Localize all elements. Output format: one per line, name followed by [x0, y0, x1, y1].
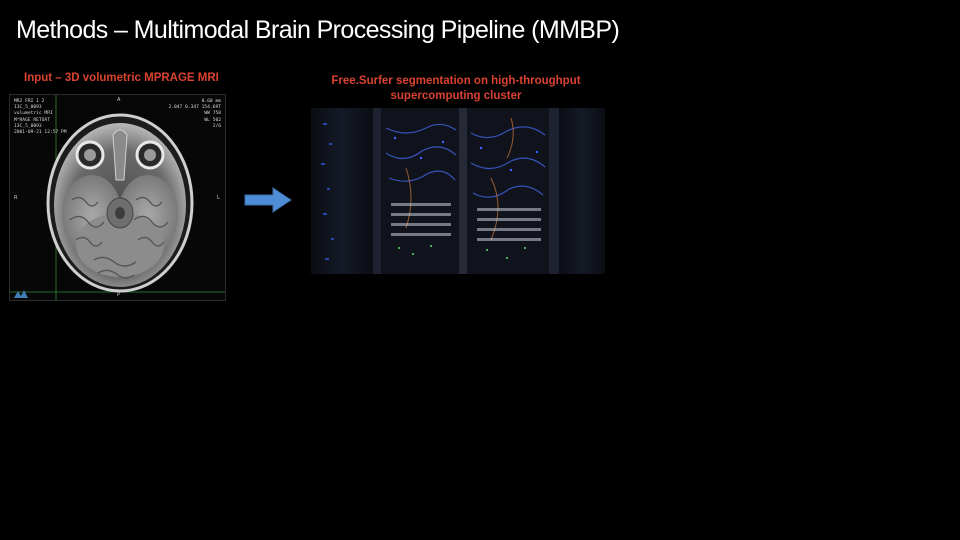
right-arrow-icon — [244, 187, 292, 213]
mri-overlay-line: volumetric MRI — [14, 111, 53, 117]
mri-overlay-line: 13C_5_0093 — [14, 105, 42, 111]
orientation-right: R — [14, 195, 18, 201]
supercomputer-cluster-photo — [311, 108, 605, 274]
mri-overlay-line: 2.047 0.347 154.69T — [168, 105, 221, 111]
slide-title: Methods – Multimodal Brain Processing Pi… — [16, 16, 620, 44]
mri-overlay-line: 13C_5_0093 — [14, 123, 42, 129]
freesurfer-caption-line1: Free.Surfer segmentation on high-through… — [331, 75, 581, 87]
mri-caption: Input – 3D volumetric MPRAGE MRI — [24, 72, 219, 84]
orientation-anterior: A — [117, 97, 121, 103]
mri-overlay-line: 2001-09-21 12:57 PM — [14, 130, 67, 136]
mri-image: MR2 FRI 1 2 13C_5_0093 volumetric MRI M^… — [9, 94, 226, 301]
orientation-posterior: P — [117, 292, 121, 298]
orientation-left: L — [217, 195, 220, 201]
freesurfer-caption-line2: supercomputing cluster — [390, 90, 522, 102]
mri-overlay-line: M^RAGE RETOAT — [14, 117, 50, 123]
mri-overlay-line: 2/6 — [212, 123, 221, 129]
mri-overlay-line: WL 502 — [204, 117, 221, 123]
mri-overlay-right: 0.60 mm 2.047 0.347 154.69T WW 758 WL 50… — [168, 99, 221, 130]
server-rack-image — [311, 108, 605, 274]
mri-overlay-line: WW 758 — [204, 111, 221, 117]
mri-overlay-line: 0.60 mm — [201, 99, 221, 104]
freesurfer-caption: Free.Surfer segmentation on high-through… — [310, 74, 602, 104]
mri-overlay-left: MR2 FRI 1 2 13C_5_0093 volumetric MRI M^… — [14, 99, 67, 136]
mri-overlay-line: MR2 FRI 1 2 — [14, 99, 45, 104]
mri-brain-image — [10, 95, 225, 300]
